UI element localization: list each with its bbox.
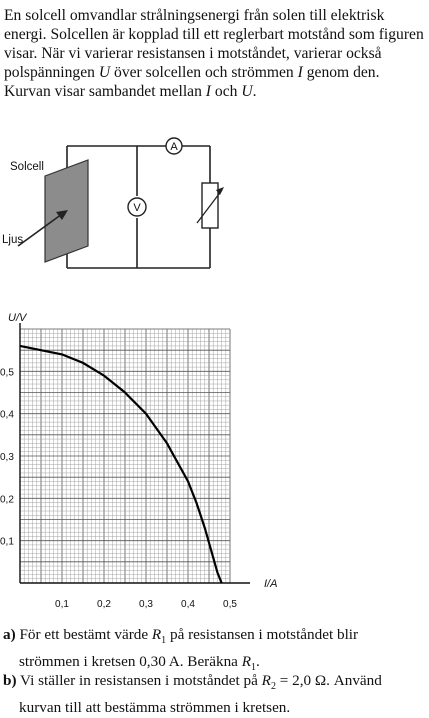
question-b-sub: 2 [270,681,276,693]
x-tick-label: 0,5 [223,599,237,610]
voltmeter-icon [127,197,147,217]
light-arrow-head [56,210,68,220]
ljus-label: Ljus [2,234,23,246]
var-U-2: U [241,83,253,100]
y-tick-label: 0,1 [0,537,14,548]
voltmeter-symbol: V [133,202,141,214]
intro-text-1: En solcell omvandlar strålningsenergi fr… [4,7,424,81]
ammeter-icon [165,137,183,155]
y-tick-label: 0,5 [0,367,14,378]
light-arrow-line [17,213,63,247]
question-b-text-1: Vi ställer in resistansen i motståndet p… [16,672,262,689]
var-I-2: I [205,83,211,100]
x-tick-label: 0,1 [55,599,69,610]
question-a-line-2: strömmen i kretsen 0,30 A. Beräkna R1. [3,651,427,678]
solcell-label: Solcell [10,161,44,173]
intro-text-2: över solcellen och strömmen [110,64,298,81]
problem-intro: En solcell omvandlar strålningsenergi fr… [4,6,424,101]
y-tick-label: 0,3 [0,452,14,463]
x-tick-label: 0,2 [97,599,111,610]
u-i-chart: 0,1 0,2 0,3 0,4 0,5 0,1 0,2 0,3 0,4 0,5 U/V I/A [0,312,277,610]
chart-grid [19,328,231,584]
circuit-diagram: A V Solcell Ljus [2,137,224,269]
question-a-text-3: strömmen i kretsen 0,30 A. Beräkna [19,653,242,671]
question-a-sub-2: 1 [250,662,256,674]
variable-resistor-arrowhead [216,187,224,195]
y-tick-label: 0,2 [0,494,14,505]
question-a: a) För ett bestämt värde R1 på resistans… [3,624,427,678]
intro-text-4: och [211,83,242,100]
question-a-label: a) [3,626,16,643]
intro-text-5: . [252,83,257,100]
question-a-text-1: För ett bestämt värde [15,626,152,643]
ammeter-symbol: A [170,141,178,153]
y-tick-label: 0,4 [0,410,14,421]
chart-axes [19,323,250,584]
var-I: I [297,64,303,81]
question-b-line-2: kurvan till att bestämma strömmen i kret… [19,699,291,717]
var-U: U [98,64,111,81]
question-a-text-4: . [255,653,260,671]
chart-x-axis-label: I/A [264,578,277,590]
question-b-var-R: R [261,672,271,689]
chart-y-axis-label: U/V [8,312,28,324]
question-a-text-2: på resistansen i motståndet blir [166,626,359,643]
question-a-var-R-2: R [241,653,251,671]
question-b-text-2: = 2,0 Ω. Använd [275,672,382,689]
chart-tick-labels: 0,1 0,2 0,3 0,4 0,5 0,1 0,2 0,3 0,4 0,5 [0,367,237,610]
question-a-sub: 1 [161,635,167,647]
x-tick-label: 0,3 [139,599,153,610]
question-a-var-R: R [151,626,162,643]
question-b-label: b) [3,672,17,689]
question-b: b) Vi ställer in resistansen i motstånde… [3,670,427,718]
variable-resistor-arrow [196,189,223,224]
x-tick-label: 0,4 [181,599,195,610]
chart-series-line [19,344,223,584]
intro-text-3: genom den. Kurvan visar sambandet mellan [4,64,380,100]
